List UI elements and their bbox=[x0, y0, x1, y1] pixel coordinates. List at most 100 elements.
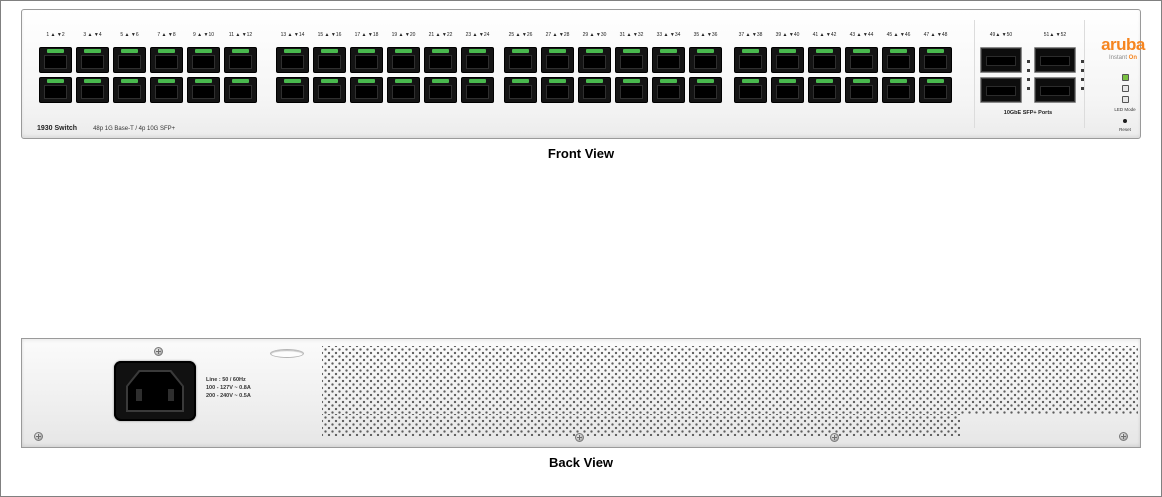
port-pair-label: 7 ▲ ▼8 bbox=[157, 32, 176, 38]
led-mode-label: LED Mode bbox=[1114, 107, 1136, 112]
power-rating: Line : 50 / 60Hz 100 - 127V ~ 0.8A 200 -… bbox=[206, 376, 251, 400]
reset-button bbox=[1123, 119, 1127, 123]
model-label: 1930 Switch bbox=[37, 125, 78, 132]
rj45-port-7 bbox=[150, 47, 183, 73]
port-pair-label: 43 ▲ ▼44 bbox=[849, 32, 874, 38]
rj45-port-5 bbox=[113, 47, 146, 73]
port-pair-label: 45 ▲ ▼46 bbox=[886, 32, 911, 38]
sfp-port-49 bbox=[980, 47, 1022, 73]
port-row-top bbox=[274, 47, 496, 73]
rj45-port-35 bbox=[689, 47, 722, 73]
port-pair-label: 1 ▲ ▼2 bbox=[46, 32, 65, 38]
rj45-port-8 bbox=[150, 77, 183, 103]
rj45-port-41 bbox=[808, 47, 841, 73]
panel-seam bbox=[1084, 20, 1085, 128]
rj45-port-38 bbox=[734, 77, 767, 103]
power-rating-line: 100 - 127V ~ 0.8A bbox=[206, 385, 251, 391]
rj45-port-26 bbox=[504, 77, 537, 103]
rj45-port-11 bbox=[224, 47, 257, 73]
port-pair-label: 31 ▲ ▼32 bbox=[619, 32, 644, 38]
port-row-bottom bbox=[502, 77, 724, 103]
sfp-area: 49▲ ▼50 51▲ ▼52 10GbE SFP+ Ports bbox=[980, 30, 1092, 116]
rj45-port-33 bbox=[652, 47, 685, 73]
front-controls: LED Mode Reset bbox=[1110, 74, 1140, 132]
port-pair-label: 27 ▲ ▼28 bbox=[545, 32, 570, 38]
port-pair-label: 25 ▲ ▼26 bbox=[508, 32, 533, 38]
brand-logo: aruba Instant On bbox=[1092, 35, 1154, 62]
latch-slot bbox=[270, 349, 304, 358]
instant-text: Instant bbox=[1108, 55, 1127, 61]
power-inlet bbox=[114, 361, 196, 421]
rj45-port-9 bbox=[187, 47, 220, 73]
instant-on-wordmark: Instant On bbox=[1092, 55, 1154, 61]
back-view-caption: Back View bbox=[548, 455, 614, 470]
screw bbox=[575, 433, 584, 442]
rj45-port-20 bbox=[387, 77, 420, 103]
port-pair-label: 9 ▲ ▼10 bbox=[192, 32, 215, 38]
rj45-port-37 bbox=[734, 47, 767, 73]
rj45-port-48 bbox=[919, 77, 952, 103]
port-row-bottom bbox=[37, 77, 259, 103]
panel-seam bbox=[974, 20, 975, 128]
rj45-port-2 bbox=[39, 77, 72, 103]
rj45-port-16 bbox=[313, 77, 346, 103]
port-row-top bbox=[37, 47, 259, 73]
sfp-port-51 bbox=[1034, 47, 1076, 73]
port-row-bottom bbox=[274, 77, 496, 103]
port-pair-label: 29 ▲ ▼30 bbox=[582, 32, 607, 38]
rj45-port-15 bbox=[313, 47, 346, 73]
rj45-port-42 bbox=[808, 77, 841, 103]
sfp-labels: 49▲ ▼50 51▲ ▼52 bbox=[980, 30, 1092, 40]
back-panel: Line : 50 / 60Hz 100 - 127V ~ 0.8A 200 -… bbox=[21, 338, 1141, 448]
rj45-port-31 bbox=[615, 47, 648, 73]
rj45-port-21 bbox=[424, 47, 457, 73]
rj45-port-18 bbox=[350, 77, 383, 103]
aruba-wordmark: aruba bbox=[1101, 35, 1145, 54]
rj45-port-27 bbox=[541, 47, 574, 73]
port-pair-label: 21 ▲ ▼22 bbox=[428, 32, 453, 38]
rj45-port-6 bbox=[113, 77, 146, 103]
rj45-port-17 bbox=[350, 47, 383, 73]
port-row-top bbox=[502, 47, 724, 73]
rj45-port-47 bbox=[919, 47, 952, 73]
port-pair-label: 47 ▲ ▼48 bbox=[923, 32, 948, 38]
port-pair-label: 17 ▲ ▼18 bbox=[354, 32, 379, 38]
power-rating-line: 200 - 240V ~ 0.5A bbox=[206, 393, 251, 399]
rj45-port-10 bbox=[187, 77, 220, 103]
rj45-port-3 bbox=[76, 47, 109, 73]
rj45-port-45 bbox=[882, 47, 915, 73]
port-pair-label: 23 ▲ ▼24 bbox=[465, 32, 490, 38]
port-pair-label: 35 ▲ ▼36 bbox=[693, 32, 718, 38]
port-pair-label: 3 ▲ ▼4 bbox=[83, 32, 102, 38]
port-pair-label: 13 ▲ ▼14 bbox=[280, 32, 305, 38]
rj45-port-1 bbox=[39, 47, 72, 73]
rj45-port-25 bbox=[504, 47, 537, 73]
port-pair-label: 41 ▲ ▼42 bbox=[812, 32, 837, 38]
rj45-port-4 bbox=[76, 77, 109, 103]
rj45-port-43 bbox=[845, 47, 878, 73]
rj45-port-29 bbox=[578, 47, 611, 73]
port-pair-label: 39 ▲ ▼40 bbox=[775, 32, 800, 38]
screw bbox=[1119, 432, 1128, 441]
on-text: On bbox=[1128, 55, 1138, 61]
rj45-port-36 bbox=[689, 77, 722, 103]
sfp-port-52 bbox=[1034, 77, 1076, 103]
sfp-leds bbox=[1076, 47, 1088, 103]
sfp-leds bbox=[1022, 47, 1034, 103]
port-row-top bbox=[732, 47, 954, 73]
indicator-led bbox=[1121, 96, 1129, 103]
screw bbox=[34, 432, 43, 441]
vent-grid bbox=[322, 346, 1138, 414]
port-pair-label: 19 ▲ ▼20 bbox=[391, 32, 416, 38]
sfp-port-50 bbox=[980, 77, 1022, 103]
rj45-port-46 bbox=[882, 77, 915, 103]
cloud-status-led bbox=[1121, 74, 1129, 81]
